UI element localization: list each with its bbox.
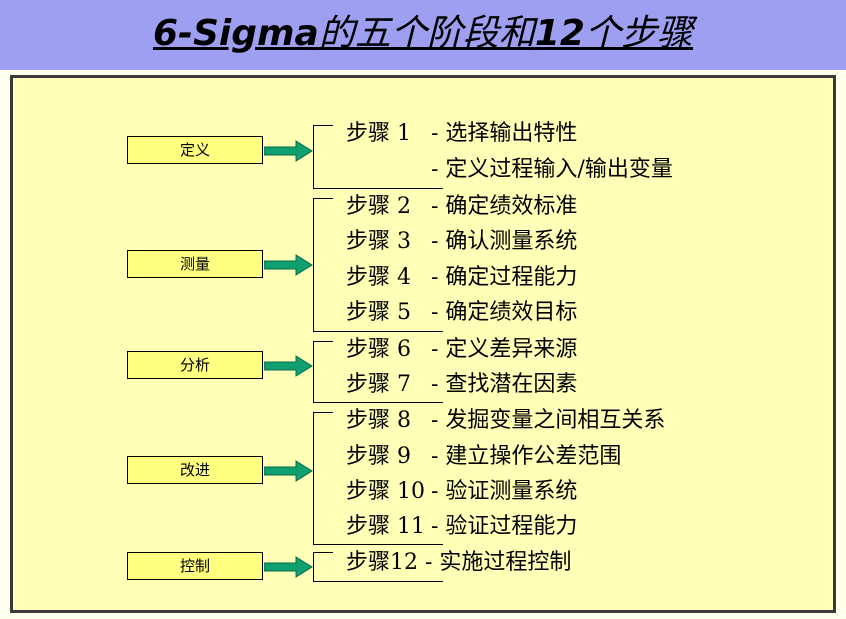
bracket-analyze xyxy=(313,341,443,403)
step-label: 步骤 6 xyxy=(346,337,411,362)
phase-box-control: 控制 xyxy=(127,552,263,580)
step-text: - 确定过程能力 xyxy=(431,265,578,290)
step-label: 步骤 7 xyxy=(346,372,411,397)
step-label: 步骤 1 xyxy=(346,121,411,146)
arrow-icon xyxy=(264,355,313,377)
step-text: - 选择输出特性 xyxy=(431,121,578,146)
step-text: - 定义差异来源 xyxy=(431,337,578,362)
phase-box-measure: 测量 xyxy=(127,250,263,278)
step-text: - 验证测量系统 xyxy=(431,479,578,504)
step-label: 步骤 10 xyxy=(346,479,425,504)
step-text: - 建立操作公差范围 xyxy=(431,444,622,469)
arrow-icon xyxy=(264,556,313,578)
bracket-measure xyxy=(313,198,443,332)
diagram-panel xyxy=(10,75,836,613)
bracket-define xyxy=(313,125,443,189)
page-title: 6-Sigma的五个阶段和12个步骤 xyxy=(0,4,846,64)
step-text: - 确认测量系统 xyxy=(431,229,578,254)
arrow-icon xyxy=(264,140,313,162)
step-label: 步骤 4 xyxy=(346,265,411,290)
bracket-top-line xyxy=(313,198,333,199)
step-text: - 定义过程输入/输出变量 xyxy=(431,157,673,182)
bracket-top-line xyxy=(313,552,333,553)
phase-box-analyze: 分析 xyxy=(127,351,263,379)
title-middle: 的五个阶段和 xyxy=(318,13,535,54)
step-label: 步骤 2 xyxy=(346,194,411,219)
step-label: 步骤 3 xyxy=(346,229,411,254)
step-text: - 查找潜在因素 xyxy=(431,372,578,397)
step-label: 步骤 9 xyxy=(346,444,411,469)
arrow-icon xyxy=(264,254,313,276)
bracket-improve xyxy=(313,412,443,545)
title-band xyxy=(0,0,846,70)
bracket-top-line xyxy=(313,412,333,413)
arrow-icon xyxy=(264,460,313,482)
step-label: 步骤12 xyxy=(346,550,418,575)
step-text: - 确定绩效目标 xyxy=(431,300,578,325)
step-text: - 发掘变量之间相互关系 xyxy=(431,408,666,433)
bracket-top-line xyxy=(313,341,333,342)
step-text: - 确定绩效标准 xyxy=(431,194,578,219)
phase-box-define: 定义 xyxy=(127,136,263,164)
step-label: 步骤 11 xyxy=(346,514,425,539)
step-text: - 实施过程控制 xyxy=(425,550,572,575)
bracket-control xyxy=(313,552,443,582)
step-label: 步骤 8 xyxy=(346,408,411,433)
title-prefix: 6-Sigma xyxy=(153,13,319,54)
title-number: 12 xyxy=(534,13,585,54)
step-label: 步骤 5 xyxy=(346,300,411,325)
title-suffix: 个步骤 xyxy=(584,13,693,54)
step-text: - 验证过程能力 xyxy=(431,514,578,539)
bracket-top-line xyxy=(313,125,333,126)
phase-box-improve: 改进 xyxy=(127,456,263,484)
